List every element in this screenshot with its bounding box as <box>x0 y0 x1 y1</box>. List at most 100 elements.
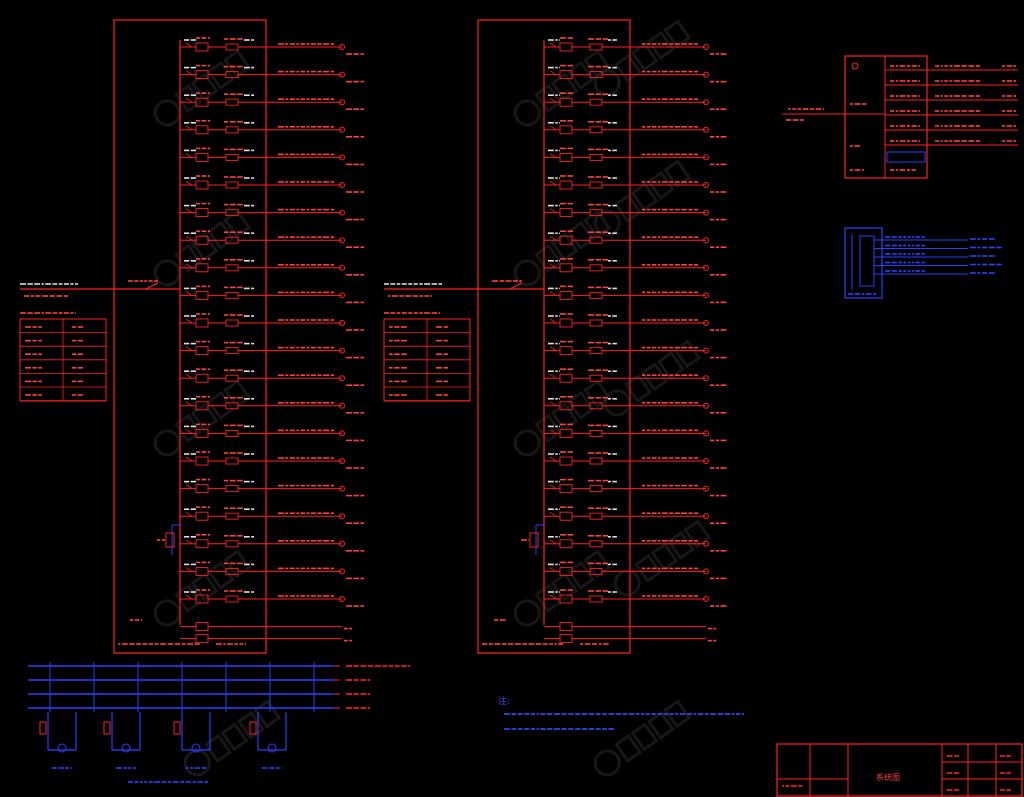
outlet-terminal <box>703 209 709 216</box>
outlet-terminal <box>703 99 709 106</box>
unit-fuse <box>173 721 181 735</box>
panel-enclosure <box>113 19 267 654</box>
outgoing-circuit <box>180 37 364 55</box>
outgoing-circuit <box>180 451 364 469</box>
branch-breaker <box>195 42 209 52</box>
tap-chevron <box>185 42 193 48</box>
tap-chevron <box>185 373 193 379</box>
rcd-device <box>225 374 239 382</box>
surge-protector <box>521 524 544 555</box>
tap-chevron <box>185 97 193 103</box>
tap-chevron <box>185 70 193 75</box>
watermark-mark <box>593 19 692 97</box>
tap-chevron <box>549 97 557 103</box>
outgoing-circuit <box>180 285 364 304</box>
branch-breaker <box>559 42 573 52</box>
tap-chevron <box>549 153 557 158</box>
outgoing-circuit <box>180 533 364 552</box>
rcd-device <box>589 181 603 189</box>
tap-chevron <box>549 263 557 269</box>
outgoing-circuit <box>544 202 728 221</box>
watermark-mark <box>153 549 252 627</box>
branch-breaker <box>195 539 209 549</box>
main-breaker-contact <box>509 282 523 290</box>
tap-chevron <box>185 539 193 545</box>
tap-chevron <box>549 456 557 462</box>
outgoing-circuit <box>180 506 364 525</box>
load-calc-table <box>19 312 107 402</box>
outgoing-circuit <box>180 478 364 497</box>
outlet-terminal <box>703 292 709 299</box>
outgoing-circuit <box>180 561 364 580</box>
tap-chevron <box>549 567 557 572</box>
rcd-device <box>225 291 239 299</box>
outgoing-circuit <box>180 230 364 248</box>
spare-breaker <box>559 634 573 644</box>
outlet-terminal <box>703 237 709 244</box>
outgoing-circuit <box>544 395 728 414</box>
branch-breaker <box>559 484 573 494</box>
watermark-mark <box>153 49 252 127</box>
outlet-terminal <box>703 540 709 547</box>
tap-chevron <box>185 263 193 269</box>
panel-enclosure <box>477 19 631 654</box>
tap-chevron <box>185 484 193 489</box>
outgoing-circuit <box>180 313 364 331</box>
load-unit <box>39 712 77 769</box>
watermark-mark <box>613 519 712 597</box>
metering-module <box>886 151 926 163</box>
outlet-terminal <box>703 402 709 409</box>
outgoing-circuit <box>544 147 728 166</box>
tap-chevron <box>549 484 557 489</box>
rcd-device <box>589 43 603 51</box>
outgoing-circuit <box>544 313 728 331</box>
tap-chevron <box>549 373 557 379</box>
rcd-device <box>589 291 603 299</box>
rcd-device <box>589 429 603 437</box>
spare-circuit <box>544 634 716 644</box>
outlet-terminal <box>339 71 345 78</box>
tap-chevron <box>185 153 193 158</box>
branch-breaker <box>559 428 573 438</box>
spare-breaker <box>195 634 209 644</box>
outgoing-circuit <box>544 451 728 469</box>
rcd-device <box>589 264 603 272</box>
tap-chevron <box>549 401 557 407</box>
branch-breaker <box>559 125 573 135</box>
branch-breaker <box>195 346 209 356</box>
tap-chevron <box>185 567 193 572</box>
drawing-title: 系统图 <box>876 772 900 782</box>
outlet-terminal <box>339 540 345 547</box>
load-calc-table <box>383 312 471 402</box>
outlet-terminal <box>703 320 709 326</box>
notes-block: 注: <box>498 695 744 730</box>
rcd-device <box>589 540 603 548</box>
outlet-terminal <box>339 375 345 382</box>
rcd-device <box>225 595 239 603</box>
spare-breaker <box>559 622 573 632</box>
branch-breaker <box>195 484 209 494</box>
outgoing-circuit <box>180 202 364 221</box>
outgoing-circuit <box>544 92 728 110</box>
tap-chevron <box>549 429 557 434</box>
outgoing-circuit <box>180 257 364 276</box>
outlet-terminal <box>703 154 709 161</box>
rcd-device <box>589 374 603 382</box>
outlet-terminal <box>703 375 709 382</box>
spare-circuit <box>180 622 352 632</box>
spare-circuit <box>544 622 716 632</box>
tap-chevron <box>185 125 193 131</box>
distribution-panel-2 <box>383 19 728 654</box>
outgoing-circuit <box>544 120 728 138</box>
outgoing-circuit <box>544 64 728 83</box>
load-unit <box>103 712 141 769</box>
outgoing-circuit <box>544 561 728 580</box>
watermark-mark <box>513 49 612 127</box>
unit-fuse <box>249 721 257 735</box>
load-unit <box>173 712 211 769</box>
outlet-terminal <box>339 182 345 188</box>
outlet-terminal <box>703 182 709 188</box>
branch-breaker <box>559 208 573 218</box>
branch-breaker <box>195 511 209 521</box>
